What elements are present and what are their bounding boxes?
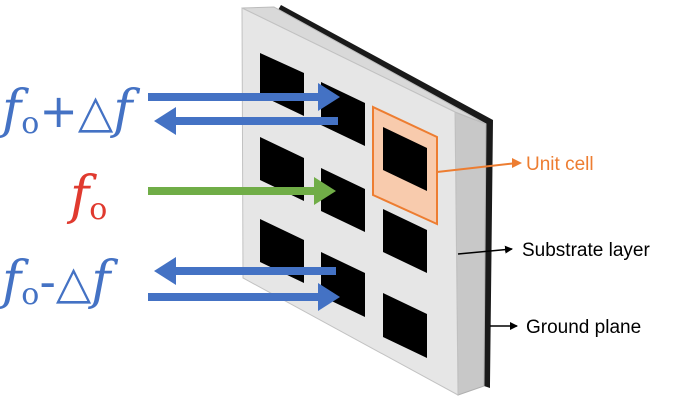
label-freq-center: fo xyxy=(66,166,107,227)
arrows-minus xyxy=(148,257,340,311)
label-freq-minus: fo-△f xyxy=(0,251,118,312)
unit-cell-leader xyxy=(436,162,518,173)
label-unit-cell: Unit cell xyxy=(526,154,594,175)
label-freq-plus: fo+△f xyxy=(0,80,140,141)
patch-r3c3 xyxy=(383,293,427,358)
label-substrate-layer: Substrate layer xyxy=(522,240,650,261)
arrows-plus xyxy=(148,83,340,135)
unit-cell-patch xyxy=(383,127,427,191)
patch-r2c1 xyxy=(260,137,304,201)
patch-r2c2 xyxy=(321,168,365,232)
patch-r2c3 xyxy=(383,209,427,273)
label-ground-plane: Ground plane xyxy=(526,317,641,338)
unit-cell-leader-arrow xyxy=(512,158,522,168)
arrow-center xyxy=(148,177,336,205)
substrate-leader xyxy=(457,245,513,255)
patch-grid xyxy=(260,53,427,358)
